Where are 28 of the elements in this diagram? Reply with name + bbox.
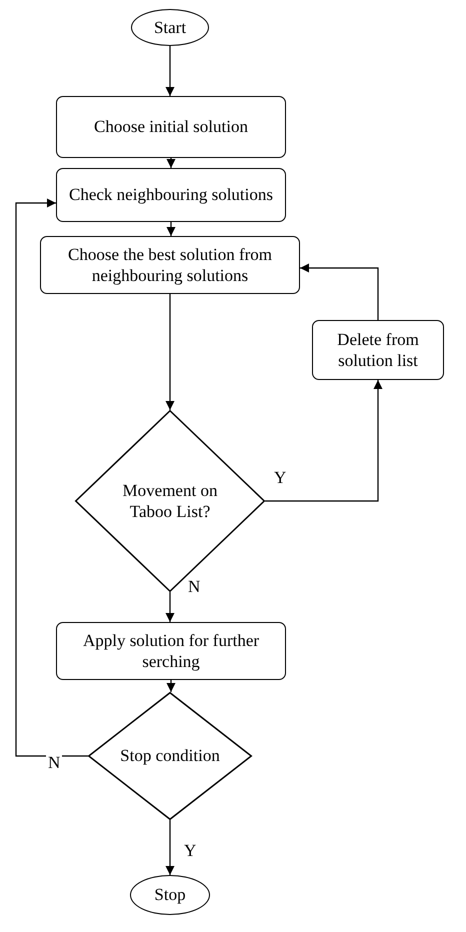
edge-label: Y — [182, 842, 198, 859]
arrow — [166, 46, 174, 96]
node-text: Choose initial solution — [94, 116, 248, 138]
node-text: Check neighbouring solutions — [69, 184, 273, 206]
arrow — [166, 592, 174, 622]
arrow — [166, 158, 176, 168]
arrow — [166, 680, 176, 692]
node-text: Apply solution for further serching — [82, 630, 260, 672]
node-text: Delete from solution list — [336, 328, 420, 372]
node-text: Choose the best solution from neighbouring solutions — [67, 244, 273, 286]
node-text: Stop — [154, 884, 186, 906]
edge-label: N — [186, 578, 202, 595]
arrow — [15, 198, 88, 757]
process-box — [56, 168, 286, 222]
process-box — [56, 622, 286, 680]
node-text: Movement on Taboo List? — [122, 480, 218, 522]
node-text: Start — [154, 16, 186, 38]
process-box — [40, 236, 300, 294]
arrow — [166, 294, 174, 410]
arrow — [166, 222, 176, 236]
arrow — [166, 820, 174, 875]
edge-label: Y — [272, 469, 288, 486]
arrow — [300, 264, 379, 320]
edge-label: N — [46, 754, 62, 771]
process-box — [56, 96, 286, 158]
process-box — [312, 320, 444, 380]
arrow — [265, 380, 382, 502]
node-text: Stop condition — [120, 745, 220, 767]
